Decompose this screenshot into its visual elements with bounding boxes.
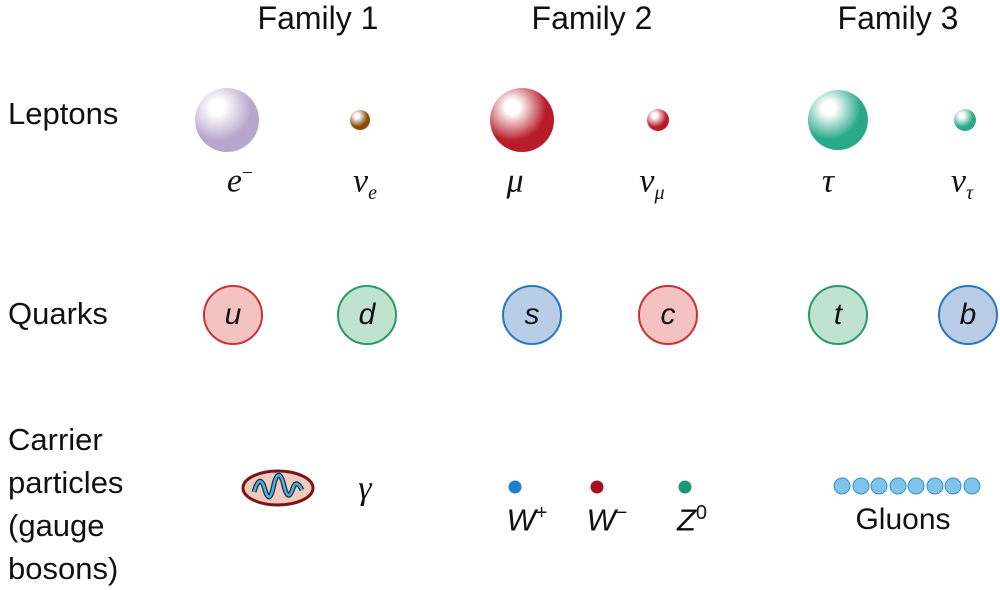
lepton-symbol: νe [353,162,377,205]
w-minus-label: W− [587,502,628,538]
z-sup: 0 [695,502,708,524]
symbol-sup: − [241,162,254,184]
w-minus-base: W [586,502,616,538]
gluon-dot [833,477,851,495]
carrier-line: Carrier [8,422,103,457]
carrier-label: Carrier particles (gauge bosons) [8,418,123,590]
symbol-sub: e [368,182,377,205]
quark-u: u [203,285,263,345]
family-1-header: Family 1 [257,0,379,36]
symbol-base: μ [506,162,524,200]
lepton-symbol: τ [822,162,834,205]
symbol-base: ν [353,162,369,200]
quark-label: b [959,298,977,331]
lepton-ball [954,109,976,131]
quark-label: c [660,298,676,331]
quark-label: t [833,298,843,331]
lepton-ball [647,109,669,131]
z-dot [678,480,692,494]
w-plus-dot [508,480,522,494]
quark-b: b [938,285,998,345]
symbol-base: e [226,162,242,200]
symbol-base: ν [950,162,966,200]
quarks-label: Quarks [8,296,108,331]
lepton-symbol: νμ [639,162,664,205]
z-label: Z0 [677,502,707,538]
lepton-symbol: e− [227,162,253,205]
gluon-dot [963,477,980,495]
lepton-ball [350,110,370,130]
lepton-symbol: μ [506,162,523,205]
gluon-dot [944,477,962,495]
gluon-dot [889,477,906,495]
carrier-line: bosons) [8,551,119,586]
quark-s: s [502,285,562,345]
quark-t: t [808,285,868,345]
w-plus-base: W [506,502,536,538]
gluon-dot [852,477,869,495]
gluons-label: Gluons [855,503,951,536]
quark-label: s [524,298,540,331]
photon-icon [241,469,315,507]
gluon-dot [870,477,888,495]
carrier-line: (gauge [8,508,105,543]
quark-c: c [638,285,698,345]
w-minus-sup: − [615,502,628,524]
lepton-ball [490,88,554,152]
family-3-header: Family 3 [837,0,959,36]
leptons-label: Leptons [8,96,119,131]
quark-label: d [358,298,376,331]
carrier-line: particles [8,465,124,500]
symbol-base: τ [821,162,835,200]
w-plus-sup: + [535,502,548,524]
symbol-sub: τ [965,182,974,205]
z-base: Z [676,502,696,538]
w-minus-dot [590,480,604,494]
lepton-symbol: ντ [951,162,973,205]
gluon-dot [907,477,925,495]
symbol-base: ν [639,162,655,200]
quark-label: u [224,298,242,331]
family-2-header: Family 2 [531,0,653,36]
quark-d: d [337,285,397,345]
w-plus-label: W+ [507,502,548,538]
gluon-dot [926,477,943,495]
lepton-ball [808,90,868,150]
lepton-ball [195,88,259,152]
photon-symbol: γ [358,470,372,507]
symbol-sub: μ [654,182,665,205]
